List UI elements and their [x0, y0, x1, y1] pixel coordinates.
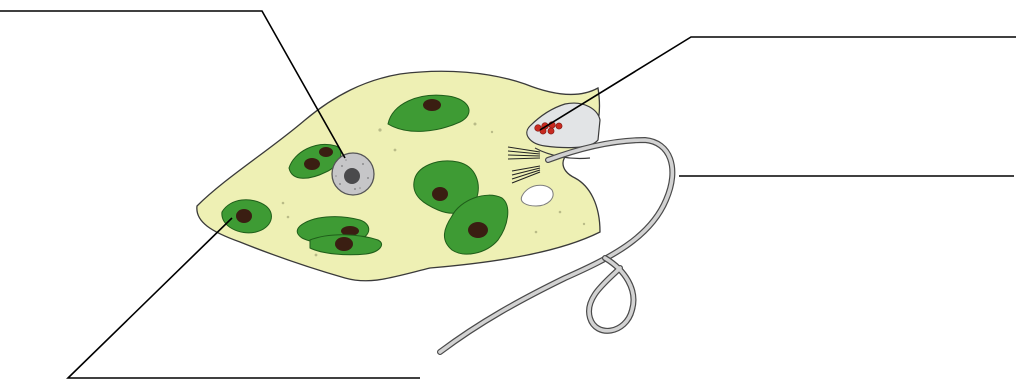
leader-line-eyespot	[540, 37, 1016, 130]
nucleus	[332, 153, 374, 195]
cytoplasm	[197, 71, 600, 281]
cell-body	[197, 71, 600, 281]
nucleolus	[344, 168, 360, 184]
chloroplast	[310, 235, 382, 255]
